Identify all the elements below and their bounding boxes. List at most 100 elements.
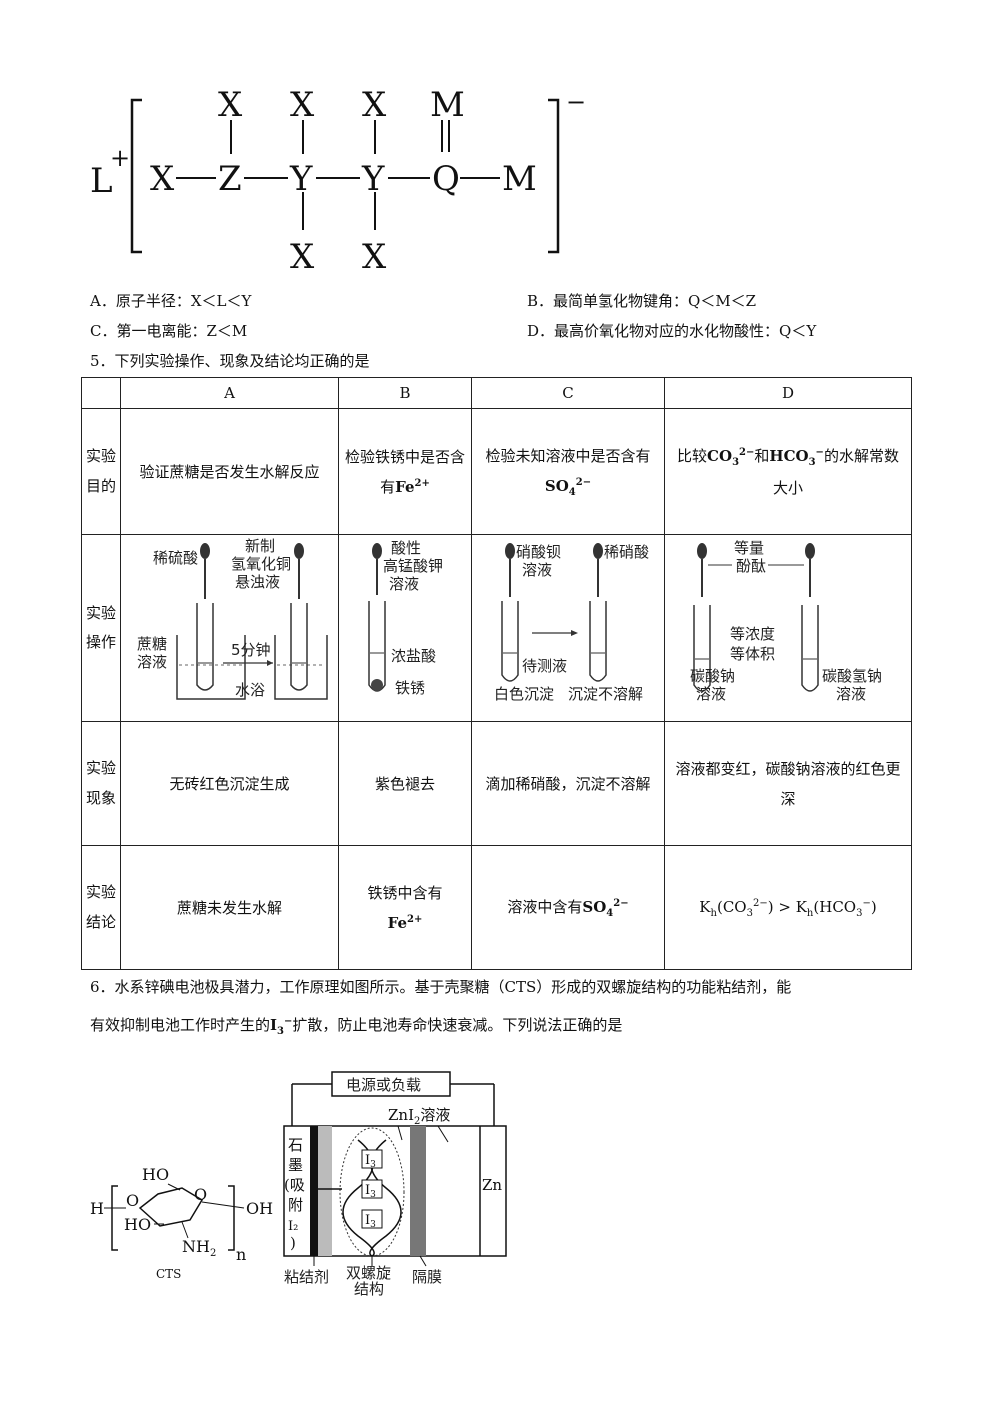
operation-a-figure: 稀硫酸 新制 氢氧化铜 悬浊液 蔗糖 溶液 5分钟 [137,537,328,700]
anion-structure-diagram: L + − X Z Y Y Q M X X X M X X [90,85,586,277]
svg-text:NH2: NH2 [182,1237,216,1259]
option-b: B．最简单氢化物键角：Q＜M＜Z [527,292,757,310]
anion-charge: − [566,88,586,116]
svg-text:稀硫酸: 稀硫酸 [153,549,198,567]
svg-text:等体积: 等体积 [730,645,775,663]
operation-b: 酸性 高锰酸钾 溶液 浓盐酸 铁锈 [338,534,472,722]
svg-text:石: 石 [288,1136,303,1154]
cts-structure: HO H O O OH HO NH2 n CTS [90,1165,273,1281]
svg-text:水浴: 水浴 [235,681,265,699]
svg-text:等量: 等量 [734,539,764,557]
right-bracket [548,98,560,254]
svg-text:蔗糖: 蔗糖 [137,635,167,653]
atom-y1: Y [289,159,313,199]
atom-y2: Y [361,159,385,199]
svg-text:浓盐酸: 浓盐酸 [391,647,436,665]
svg-text:Zn: Zn [482,1176,502,1194]
svg-text:碳酸钠: 碳酸钠 [690,667,735,685]
svg-text:溶液: 溶液 [137,653,167,671]
svg-text:溶液: 溶液 [696,685,726,703]
svg-text:附: 附 [288,1196,303,1214]
svg-text:(吸: (吸 [284,1176,305,1194]
operation-c: 硝酸钡 溶液 稀硝酸 待测液 白色沉淀 沉淀不溶解 [471,534,665,722]
question-6-stem-line-1: 6．水系锌碘电池极具潜力，工作原理如图所示。基于壳聚糖（CTS）形成的双螺旋结构… [90,978,792,996]
purpose-a: 验证蔗糖是否发生水解反应 [120,408,339,535]
svg-text:新制: 新制 [245,537,275,555]
phenomenon-c: 滴加稀硝酸，沉淀不溶解 [471,721,665,846]
experiment-table: A B C D 实验目的 验证蔗糖是否发生水解反应 检验铁锈中是否含有Fe2+ … [81,377,912,970]
svg-text:电源或负载: 电源或负载 [346,1076,421,1094]
svg-text:碳酸氢钠: 碳酸氢钠 [822,667,882,685]
row-header-phenomenon: 实验现象 [81,721,121,846]
svg-text:ZnI2溶液: ZnI2溶液 [388,1106,450,1127]
svg-text:溶液: 溶液 [522,561,552,579]
atom-x-top-y2: X [362,85,387,125]
cation-charge: + [110,144,130,172]
svg-text:高锰酸钾: 高锰酸钾 [383,557,443,575]
svg-text:n: n [236,1245,246,1264]
col-header-c: C [471,377,665,409]
svg-text:溶液: 溶液 [389,575,419,593]
option-d: D．最高价氧化物对应的水化物酸性：Q＜Y [527,322,817,340]
phenomenon-b: 紫色褪去 [338,721,472,846]
svg-text:隔膜: 隔膜 [412,1268,442,1286]
svg-text:O: O [126,1191,139,1210]
svg-text:酚酞: 酚酞 [736,557,766,575]
conclusion-d: Kh(CO32−) > Kh(HCO3−) [664,845,912,970]
col-header-b: B [338,377,472,409]
svg-text:硝酸钡: 硝酸钡 [516,543,561,561]
svg-text:I₂: I₂ [288,1219,298,1234]
atom-x-top-y1: X [290,85,315,125]
purpose-b: 检验铁锈中是否含有Fe2+ [338,408,472,535]
question-5-stem: 5．下列实验操作、现象及结论均正确的是 [90,352,370,370]
svg-text:沉淀不溶解: 沉淀不溶解 [568,685,643,703]
svg-text:HO: HO [142,1165,169,1184]
svg-text:O: O [194,1185,207,1204]
svg-text:HO: HO [124,1215,151,1234]
operation-c-figure: 硝酸钡 溶液 稀硝酸 待测液 白色沉淀 沉淀不溶解 [494,543,649,703]
svg-text:I3: I3 [365,1153,376,1170]
svg-text:酸性: 酸性 [391,539,421,557]
option-c: C．第一电离能：Z＜M [90,322,248,340]
atom-x-bottom-y2: X [362,237,387,277]
option-a: A．原子半径：X＜L＜Y [90,292,252,310]
phenomenon-d: 溶液都变红，碳酸钠溶液的红色更深 [664,721,912,846]
conclusion-c: 溶液中含有SO42− [471,845,665,970]
row-header-conclusion: 实验结论 [81,845,121,970]
operation-b-figure: 酸性 高锰酸钾 溶液 浓盐酸 铁锈 [368,539,443,697]
phenomenon-a: 无砖红色沉淀生成 [120,721,339,846]
svg-text:双螺旋: 双螺旋 [346,1264,391,1282]
atom-x-top-z: X [218,85,243,125]
svg-text:CTS: CTS [156,1267,181,1281]
atom-x-left: X [150,159,175,199]
row-header-purpose: 实验目的 [81,408,121,535]
svg-text:氢氧化铜: 氢氧化铜 [231,555,291,573]
svg-text:5分钟: 5分钟 [231,641,271,659]
conclusion-a: 蔗糖未发生水解 [120,845,339,970]
svg-text:OH: OH [246,1199,273,1218]
svg-text:结构: 结构 [354,1280,384,1298]
svg-text:粘结剂: 粘结剂 [284,1268,329,1286]
purpose-d: 比较CO32−和HCO3−的水解常数大小 [664,408,912,535]
svg-text:等浓度: 等浓度 [730,625,775,643]
svg-text:悬浊液: 悬浊液 [235,573,280,591]
atom-m-right: M [502,159,537,199]
svg-text:白色沉淀: 白色沉淀 [494,685,554,703]
atom-x-bottom-y1: X [290,237,315,277]
operation-d: 等量 酚酞 等浓度 等体积 碳酸钠 溶液 碳酸氢钠 溶液 [664,534,912,722]
svg-text:待测液: 待测液 [522,657,567,675]
svg-text:H: H [90,1199,104,1218]
operation-d-figure: 等量 酚酞 等浓度 等体积 碳酸钠 溶液 碳酸氢钠 溶液 [690,539,882,703]
purpose-c: 检验未知溶液中是否含有SO42− [471,408,665,535]
svg-text:溶液: 溶液 [836,685,866,703]
svg-text:稀硝酸: 稀硝酸 [604,543,649,561]
col-header-a: A [120,377,339,409]
svg-text:): ) [290,1234,296,1252]
svg-text:铁锈: 铁锈 [395,679,425,697]
membrane-layer [410,1126,426,1256]
row-header-operation: 实验操作 [81,534,121,722]
question-6-stem-line-2: 有效抑制电池工作时产生的I3−扩散，防止电池寿命快速衰减。下列说法正确的是 [90,1016,623,1037]
cation-symbol: L [90,161,113,201]
battery-diagram: 电源或负载 ZnI2溶液 石 墨 (吸 附 I₂ ) Zn I3 I3 I3 粘… [283,1071,507,1298]
